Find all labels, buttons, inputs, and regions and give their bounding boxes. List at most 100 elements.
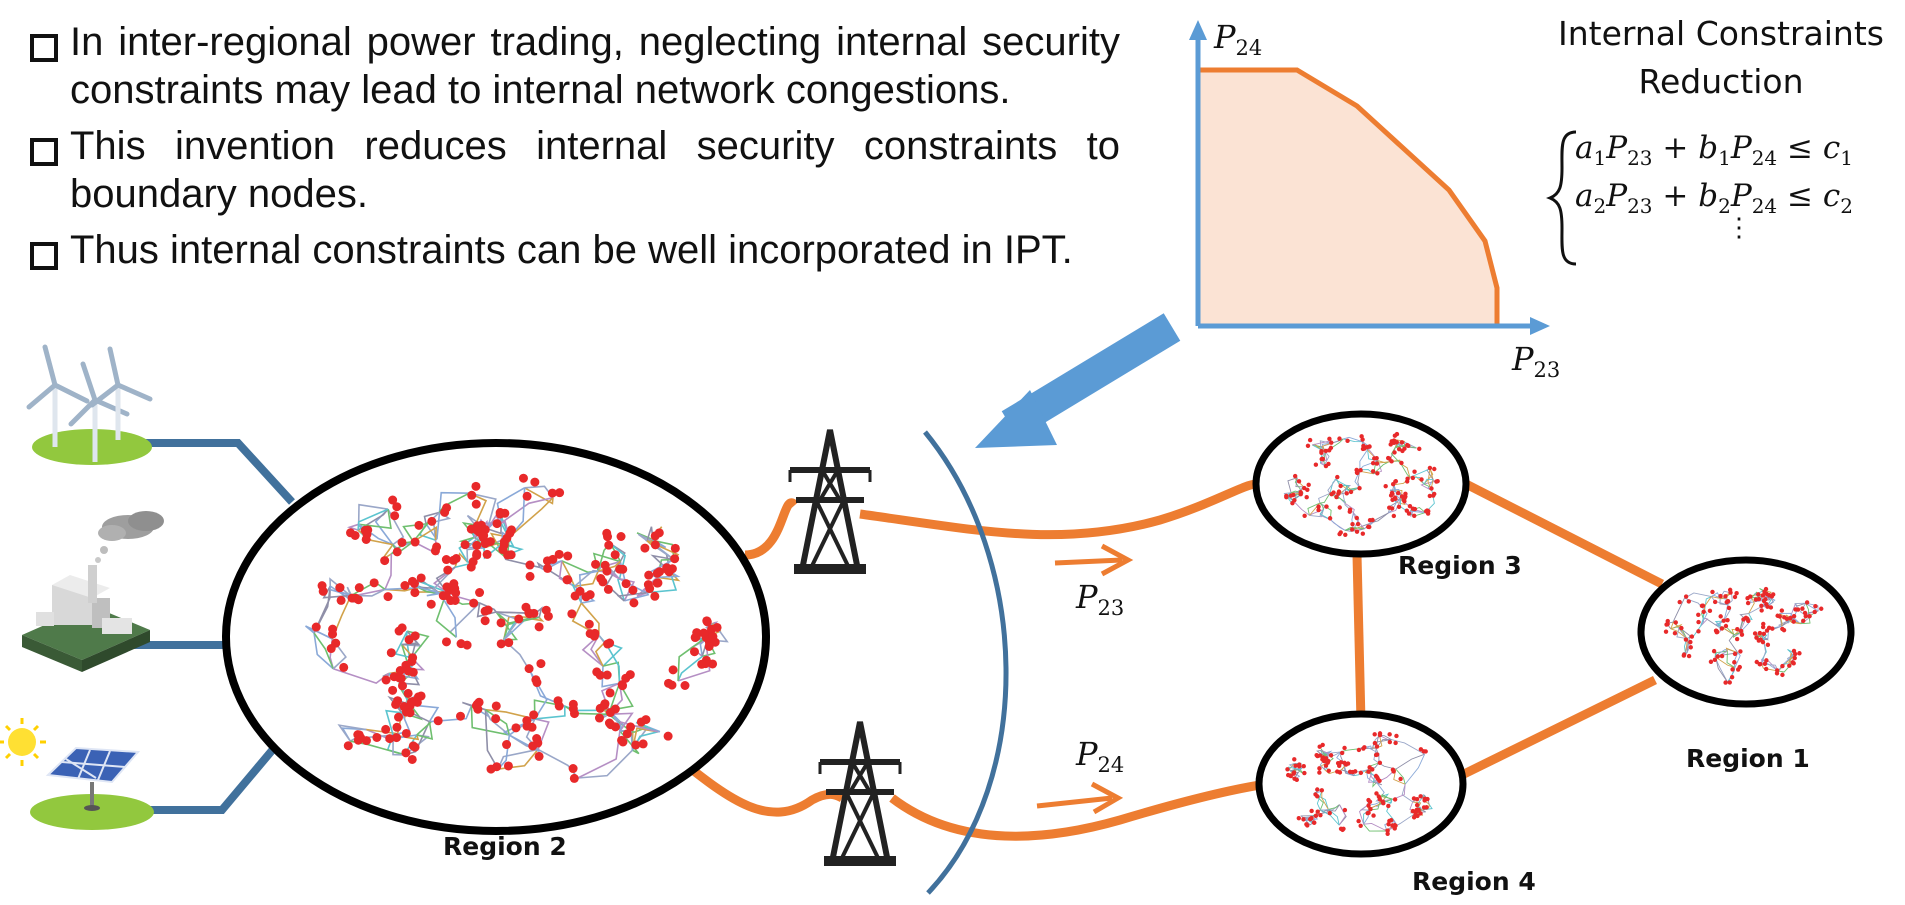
network-node: [1780, 663, 1785, 669]
network-node: [1337, 436, 1342, 441]
network-node: [1292, 776, 1297, 781]
network-node: [567, 609, 577, 619]
network-node: [504, 638, 514, 648]
network-node: [1412, 513, 1417, 518]
network-node: [621, 673, 631, 683]
network-node: [1737, 664, 1742, 670]
network-node: [1314, 752, 1319, 758]
network-node: [1719, 626, 1725, 631]
network-node: [563, 551, 573, 561]
network-node: [1711, 648, 1717, 654]
network-node: [1745, 600, 1751, 606]
network-node: [1738, 628, 1744, 634]
network-branch: [1372, 782, 1377, 788]
x-axis-arrow-icon: [1530, 317, 1550, 335]
network-node: [495, 509, 505, 519]
network-node: [1354, 515, 1359, 521]
network-node: [1735, 626, 1740, 632]
network-branch: [1788, 619, 1801, 625]
region-boundary-curve: [923, 430, 1009, 895]
network-node: [524, 664, 534, 674]
network-node: [645, 584, 655, 594]
network-node: [667, 680, 677, 690]
region-1-label: Region 1: [1686, 744, 1810, 773]
network-node: [653, 578, 663, 588]
network-branch: [502, 616, 540, 641]
network-node: [1729, 674, 1735, 680]
network-node: [392, 722, 402, 732]
network-node: [1432, 466, 1437, 472]
network-node: [1317, 766, 1322, 771]
network-branch: [1316, 790, 1323, 811]
network-node: [616, 532, 626, 542]
network-node: [1406, 511, 1412, 516]
network-node: [1415, 808, 1420, 813]
network-node: [427, 516, 437, 526]
network-node: [1323, 448, 1329, 454]
network-node: [1373, 752, 1379, 758]
network-node: [1284, 493, 1289, 499]
network-branch: [1353, 769, 1367, 777]
network-branch: [508, 497, 554, 538]
network-node: [529, 710, 539, 720]
network-node: [568, 764, 578, 774]
bullet-text: In inter-regional power trading, neglect…: [70, 20, 1120, 112]
network-node: [1429, 486, 1434, 491]
network-node: [502, 740, 512, 750]
constraints-title: Internal Constraints Reduction: [1558, 14, 1884, 101]
network-branch: [1320, 809, 1340, 826]
network-node: [1374, 791, 1379, 796]
network-branch: [508, 734, 540, 753]
network-branch: [1330, 519, 1346, 531]
network-node: [618, 681, 628, 691]
network-node: [1366, 810, 1371, 816]
network-node: [369, 578, 379, 588]
network-node: [543, 563, 553, 573]
network-node: [460, 540, 470, 550]
network-node: [403, 688, 413, 698]
network-branch: [423, 511, 440, 525]
network-node: [1292, 497, 1297, 503]
region-4-network: [1285, 731, 1433, 836]
network-node: [430, 546, 440, 556]
network-branch: [1761, 663, 1779, 672]
network-node: [405, 708, 415, 718]
network-node: [1396, 504, 1402, 510]
network-node: [381, 675, 391, 685]
network-branch: [384, 553, 393, 590]
feasible-region-plot: P24 P23: [1189, 18, 1560, 382]
network-node: [440, 507, 450, 517]
network-node: [1320, 755, 1326, 760]
network-node: [1686, 599, 1692, 604]
network-node: [605, 638, 615, 648]
network-branch: [1410, 510, 1426, 514]
network-node: [1345, 438, 1350, 444]
network-node: [1788, 615, 1793, 621]
network-node: [584, 619, 594, 629]
network-node: [1801, 618, 1806, 624]
network-branch: [657, 571, 681, 582]
network-node: [640, 543, 650, 553]
network-node: [1349, 527, 1355, 532]
network-branch: [1765, 598, 1776, 608]
network-branch: [313, 632, 334, 670]
network-node: [491, 701, 501, 711]
network-branch: [1739, 613, 1749, 619]
network-node: [1665, 618, 1670, 624]
reduction-arrow: [975, 313, 1181, 448]
network-node: [1427, 465, 1433, 471]
network-branch: [1727, 592, 1733, 606]
network-node: [1797, 651, 1802, 656]
network-node: [1802, 610, 1808, 616]
network-branch: [619, 730, 640, 755]
network-node: [1292, 757, 1297, 762]
network-node: [1401, 497, 1407, 503]
network-node: [1377, 760, 1383, 766]
checkbox-square-icon: [30, 242, 58, 270]
region-4-label: Region 4: [1412, 867, 1536, 896]
network-branch: [1316, 749, 1322, 755]
network-node: [1734, 636, 1740, 642]
network-node: [443, 565, 453, 575]
network-branch: [1353, 512, 1360, 530]
network-node: [1306, 482, 1311, 488]
